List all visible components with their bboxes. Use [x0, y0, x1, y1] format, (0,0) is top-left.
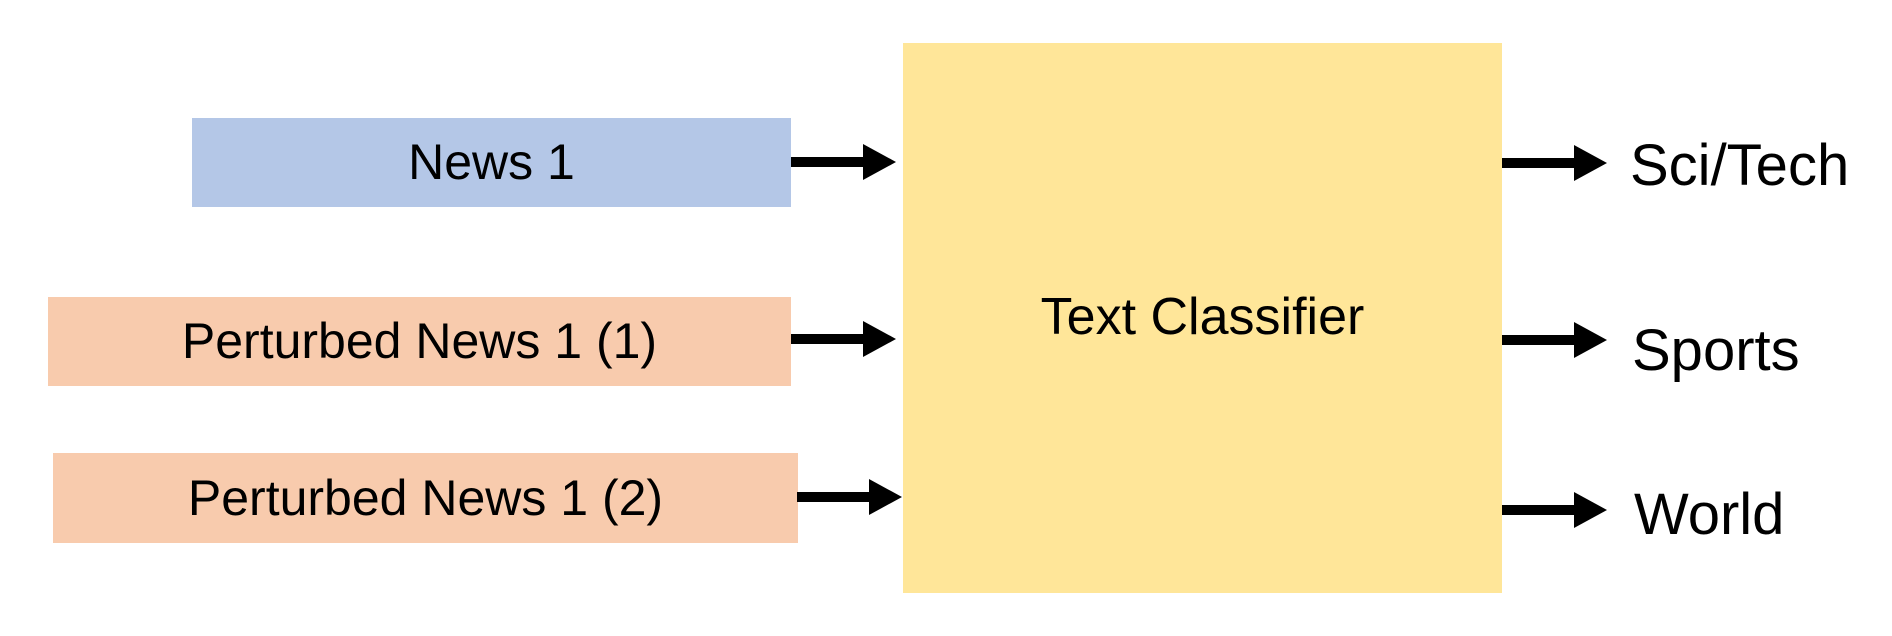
input-box-perturbed-news-1-2: Perturbed News 1 (2) — [53, 453, 798, 543]
arrow-right-icon — [1502, 322, 1607, 358]
classifier-box: Text Classifier — [903, 43, 1502, 593]
arrow-right-icon — [1502, 145, 1607, 181]
input-box-perturbed-news-1-2-label: Perturbed News 1 (2) — [187, 469, 664, 526]
input-box-perturbed-news-1-1: Perturbed News 1 (1) — [48, 297, 791, 386]
output-label-sports: Sports — [1632, 317, 1800, 383]
arrow-right-icon — [797, 479, 902, 515]
arrow-right-icon — [791, 321, 896, 357]
output-label-world: World — [1634, 481, 1785, 547]
input-box-perturbed-news-1-1-label: Perturbed News 1 (1) — [181, 313, 658, 369]
arrow-right-icon — [1502, 492, 1607, 528]
input-box-news-1-label: News 1 — [408, 134, 575, 190]
input-box-news-1: News 1 — [192, 118, 791, 207]
output-label-sci-tech: Sci/Tech — [1630, 132, 1850, 198]
arrow-right-icon — [791, 144, 896, 180]
classifier-box-label: Text Classifier — [1040, 288, 1365, 347]
